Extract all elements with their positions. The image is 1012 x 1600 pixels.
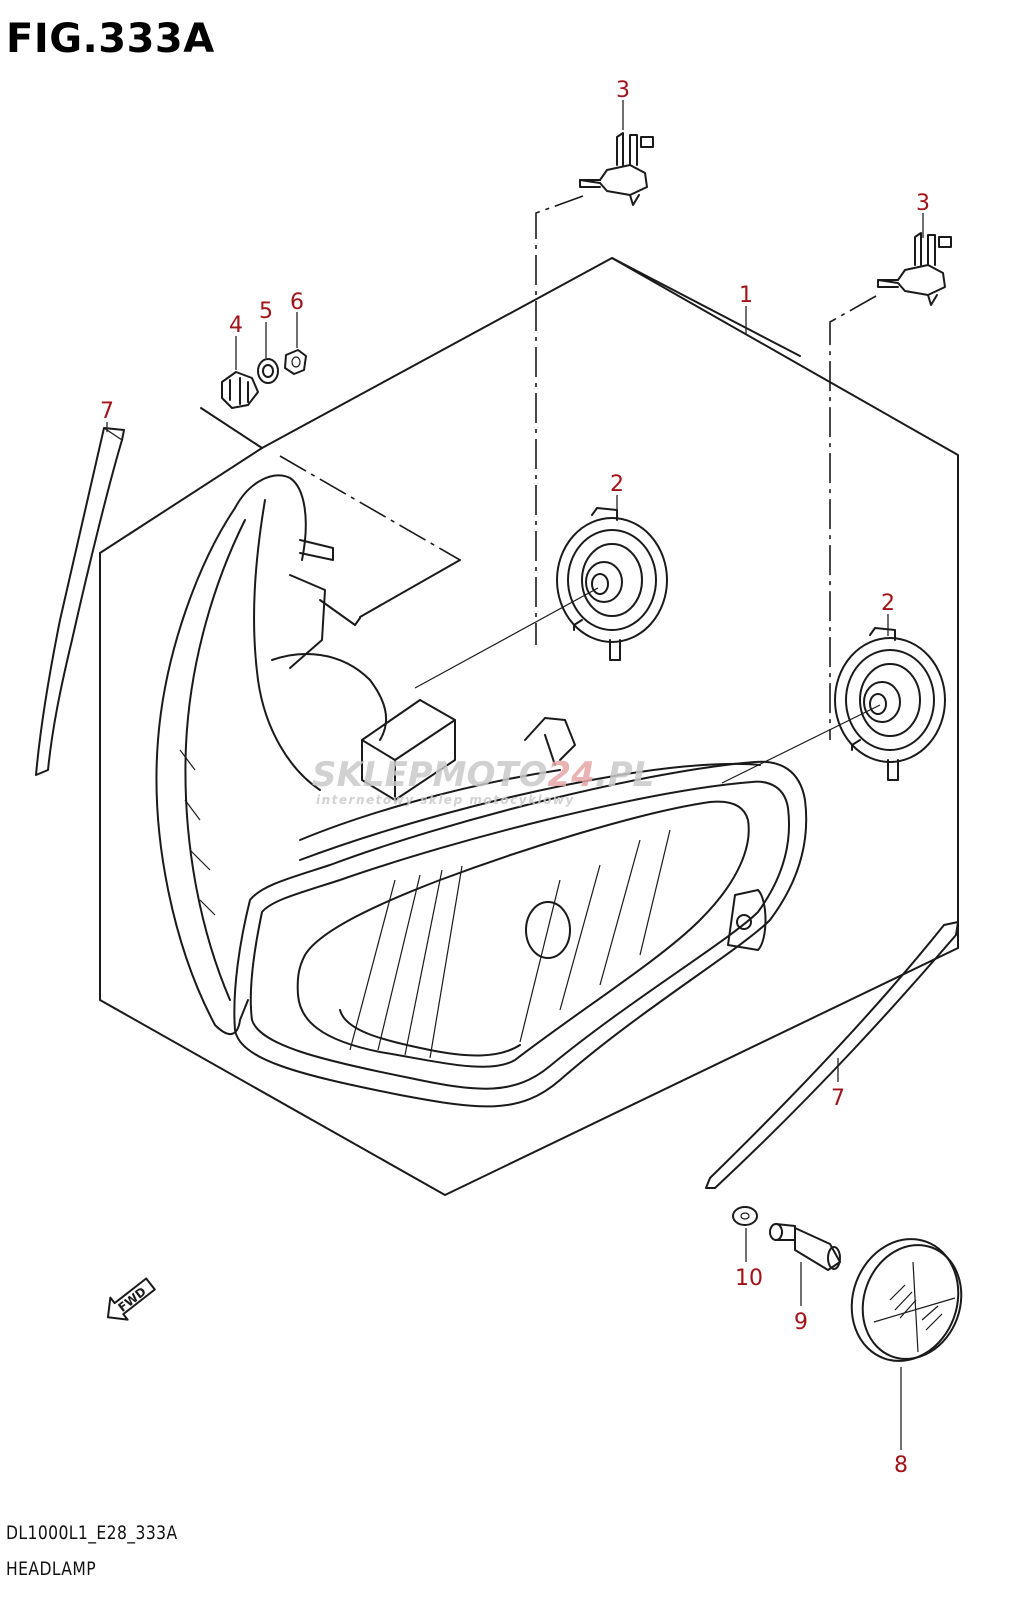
socket-part-2-lower <box>834 627 946 781</box>
callout-6: 6 <box>290 290 304 315</box>
part-7-trim-right <box>705 921 959 1189</box>
callout-3-lower: 3 <box>916 191 930 216</box>
callout-1: 1 <box>739 283 753 308</box>
callout-7-right: 7 <box>831 1086 845 1111</box>
part-5-washer <box>257 358 279 384</box>
bulb-part-3-lower <box>877 232 952 306</box>
callout-10: 10 <box>735 1266 763 1291</box>
callout-labels: 1 2 2 3 3 4 5 6 7 7 8 9 10 <box>100 78 930 1478</box>
callout-8: 8 <box>894 1453 908 1478</box>
part-10-washer <box>732 1206 758 1226</box>
callout-9: 9 <box>794 1310 808 1335</box>
part-6-nut <box>284 349 307 375</box>
bulb-part-3-upper <box>579 132 654 206</box>
callout-5: 5 <box>259 299 273 324</box>
part-9-pin <box>769 1223 841 1271</box>
part-4-grommet <box>221 371 259 409</box>
callout-7-left: 7 <box>100 399 114 424</box>
callout-4: 4 <box>229 313 243 338</box>
watermark-tagline: internetowy sklep motocyklowy <box>316 793 575 807</box>
headlamp-housing <box>155 474 808 1108</box>
callout-leaders <box>106 100 924 1450</box>
part-8-lens-cap <box>850 1238 963 1362</box>
fwd-arrow: FWD <box>106 1277 156 1321</box>
assembly-box <box>99 257 959 1196</box>
footer-figure-name: HEADLAMP <box>6 1558 97 1580</box>
figure-title: FIG.333A <box>6 16 215 62</box>
part-7-trim-left <box>35 427 125 776</box>
watermark-suffix: .PL <box>595 755 655 795</box>
watermark-brand: SKLEPMOTO <box>312 755 547 795</box>
footer-figure-code: DL1000L1_E28_333A <box>6 1522 178 1544</box>
callout-2-lower: 2 <box>881 591 895 616</box>
watermark: SKLEPMOTO24.PL internetowy sklep motocyk… <box>312 755 654 807</box>
svg-text:SKLEPMOTO24.PL: SKLEPMOTO24.PL <box>312 755 654 795</box>
callout-2-upper: 2 <box>610 472 624 497</box>
socket-part-2-upper <box>556 507 668 661</box>
callout-3-upper: 3 <box>616 78 630 103</box>
watermark-accent: 24 <box>547 755 594 795</box>
bulb-leader-lines <box>414 195 881 784</box>
